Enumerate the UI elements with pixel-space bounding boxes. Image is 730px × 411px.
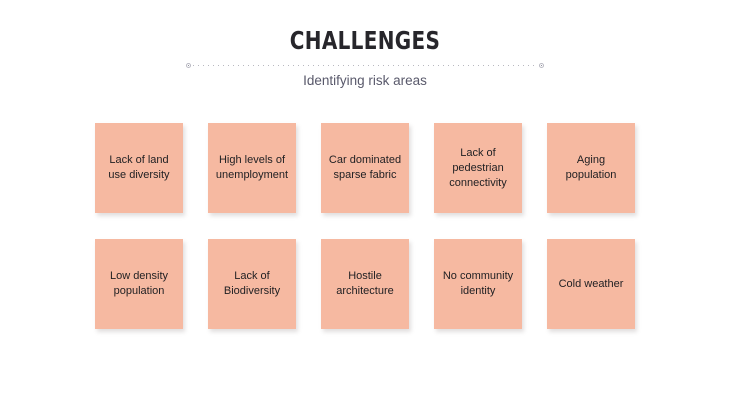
challenge-card[interactable]: High levels of unemployment — [208, 123, 296, 213]
challenge-card[interactable]: Lack of pedestrian connectivity — [434, 123, 522, 213]
divider-right-dot-icon — [539, 63, 544, 68]
challenge-card-label: Cold weather — [558, 277, 624, 290]
challenge-card-label: Car dominated sparse fabric — [328, 154, 402, 181]
challenge-card[interactable]: Lack of land use diversity — [95, 123, 183, 213]
challenge-card-label: Hostile architecture — [336, 270, 394, 297]
divider-dotted-line — [193, 65, 537, 66]
page-subtitle: Identifying risk areas — [303, 73, 427, 88]
challenge-card-label: Lack of Biodiversity — [223, 270, 281, 297]
challenge-card[interactable]: No community identity — [434, 239, 522, 329]
card-row-2: Low density population Lack of Biodivers… — [95, 239, 635, 329]
divider — [186, 60, 544, 71]
challenge-card-label: High levels of unemployment — [215, 154, 289, 181]
challenge-card[interactable]: Hostile architecture — [321, 239, 409, 329]
challenge-card-label: Lack of land use diversity — [108, 154, 170, 181]
divider-left-dot-icon — [186, 63, 191, 68]
challenge-card-label: Lack of pedestrian connectivity — [449, 146, 507, 189]
challenge-card[interactable]: Aging population — [547, 123, 635, 213]
challenge-card[interactable]: Lack of Biodiversity — [208, 239, 296, 329]
challenge-card-label: Low density population — [109, 270, 169, 297]
challenge-card-label: Aging population — [565, 154, 617, 181]
challenge-card[interactable]: Low density population — [95, 239, 183, 329]
challenge-card[interactable]: Car dominated sparse fabric — [321, 123, 409, 213]
challenge-card-label: No community identity — [442, 270, 514, 297]
challenge-card[interactable]: Cold weather — [547, 239, 635, 329]
challenges-card-grid: Lack of land use diversity High levels o… — [95, 123, 635, 329]
card-row-1: Lack of land use diversity High levels o… — [95, 123, 635, 213]
page-title: CHALLENGES — [289, 26, 441, 55]
